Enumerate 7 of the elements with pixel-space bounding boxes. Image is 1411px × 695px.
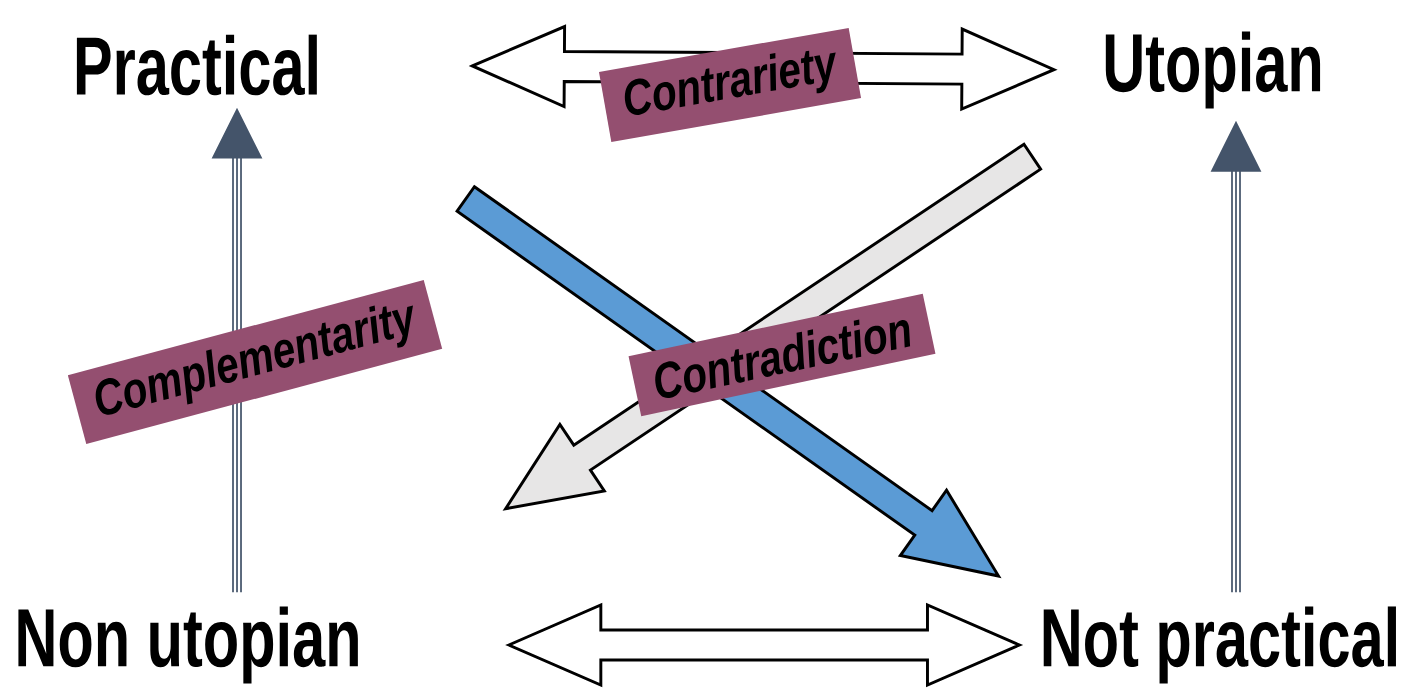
edge-label: Contradiction bbox=[628, 293, 936, 417]
term-label: Practical bbox=[76, 34, 317, 96]
arrow bbox=[1210, 120, 1262, 594]
term-label: Not practical bbox=[1043, 606, 1396, 684]
term-label: Non utopian bbox=[18, 606, 358, 684]
term-label: Utopian bbox=[1105, 31, 1321, 109]
edge-label: Contrariety bbox=[598, 27, 862, 143]
